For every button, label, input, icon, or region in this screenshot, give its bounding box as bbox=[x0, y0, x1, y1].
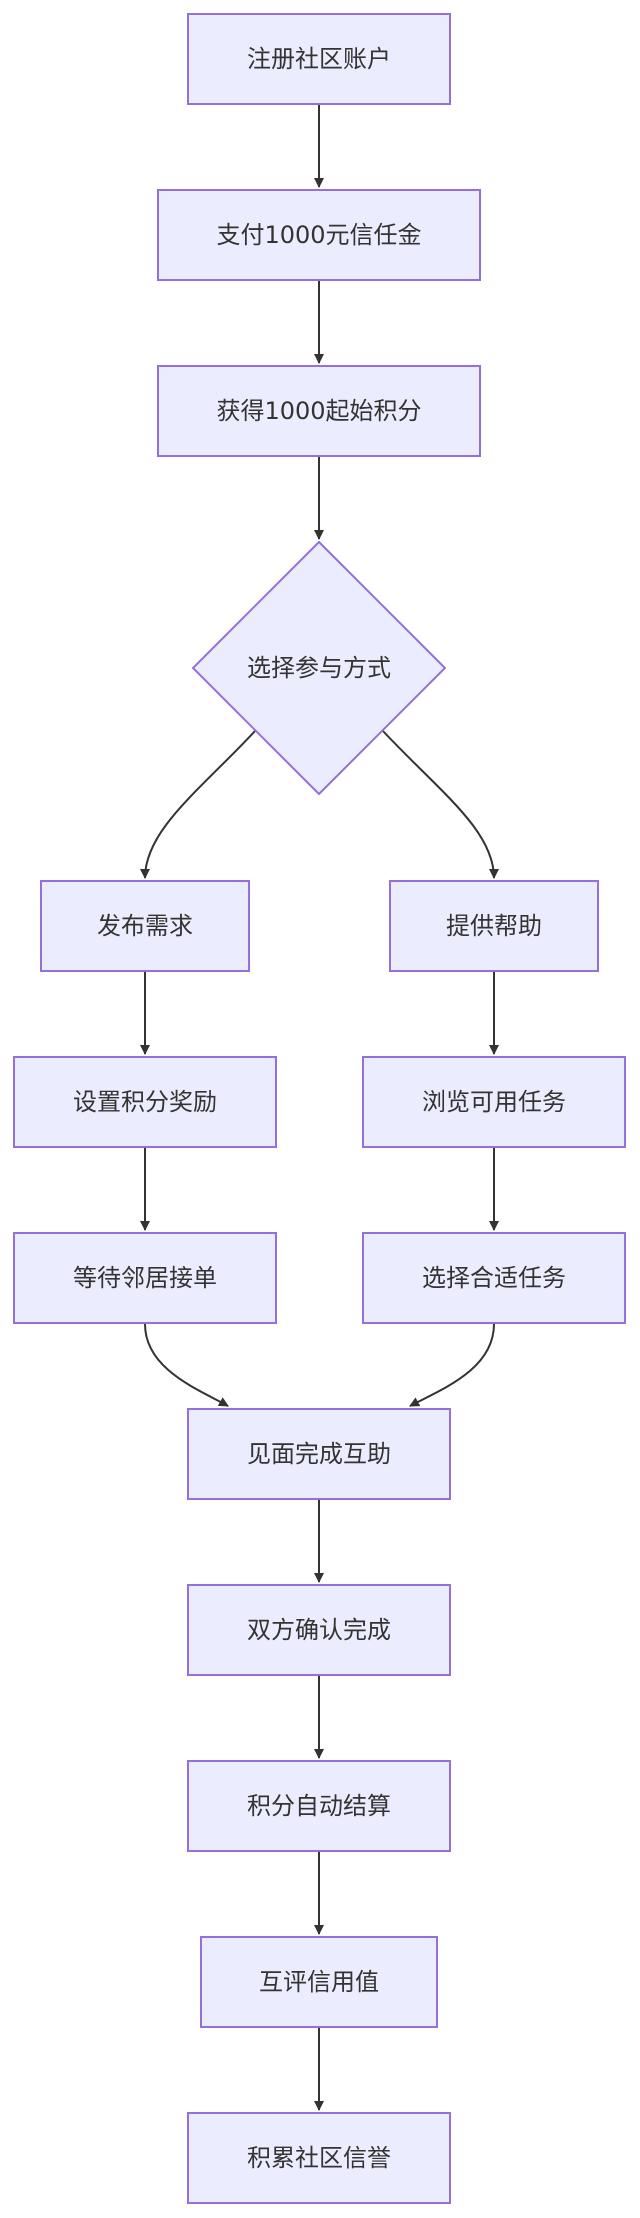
node-confirm-label: 双方确认完成 bbox=[247, 1616, 391, 1644]
node-set-reward-label: 设置积分奖励 bbox=[73, 1088, 217, 1116]
node-get-points: 获得1000起始积分 bbox=[157, 365, 481, 457]
node-browse-tasks-label: 浏览可用任务 bbox=[422, 1088, 566, 1116]
node-choose-task-label: 选择合适任务 bbox=[422, 1264, 566, 1292]
node-browse-tasks: 浏览可用任务 bbox=[362, 1056, 626, 1148]
node-rate: 互评信用值 bbox=[200, 1936, 438, 2028]
node-post-request: 发布需求 bbox=[40, 880, 250, 972]
node-choose-mode-label: 选择参与方式 bbox=[247, 654, 391, 682]
node-choose-task: 选择合适任务 bbox=[362, 1232, 626, 1324]
edge-choose-mode-to-post-request bbox=[140, 730, 256, 879]
node-post-request-label: 发布需求 bbox=[97, 912, 193, 940]
node-confirm: 双方确认完成 bbox=[187, 1584, 451, 1676]
node-rate-label: 互评信用值 bbox=[259, 1968, 379, 1996]
node-meet-help-label: 见面完成互助 bbox=[247, 1440, 391, 1468]
node-pay-deposit-label: 支付1000元信任金 bbox=[216, 221, 422, 249]
node-register: 注册社区账户 bbox=[187, 13, 451, 105]
node-wait-neighbor: 等待邻居接单 bbox=[13, 1232, 277, 1324]
node-set-reward: 设置积分奖励 bbox=[13, 1056, 277, 1148]
node-register-label: 注册社区账户 bbox=[247, 45, 391, 73]
edge-choose-mode-to-offer-help bbox=[382, 730, 499, 879]
edge-wait-neighbor-to-meet-help bbox=[144, 1323, 229, 1407]
node-settle-label: 积分自动结算 bbox=[247, 1792, 391, 1820]
node-get-points-label: 获得1000起始积分 bbox=[216, 397, 422, 425]
node-offer-help-label: 提供帮助 bbox=[446, 912, 542, 940]
decision-diamond bbox=[192, 541, 446, 795]
node-choose-mode: 选择参与方式 bbox=[192, 541, 446, 795]
node-reputation: 积累社区信誉 bbox=[187, 2112, 451, 2204]
node-offer-help: 提供帮助 bbox=[389, 880, 599, 972]
edge-choose-task-to-meet-help bbox=[409, 1323, 495, 1407]
node-settle: 积分自动结算 bbox=[187, 1760, 451, 1852]
node-wait-neighbor-label: 等待邻居接单 bbox=[73, 1264, 217, 1292]
node-meet-help: 见面完成互助 bbox=[187, 1408, 451, 1500]
node-pay-deposit: 支付1000元信任金 bbox=[157, 189, 481, 281]
node-reputation-label: 积累社区信誉 bbox=[247, 2144, 391, 2172]
